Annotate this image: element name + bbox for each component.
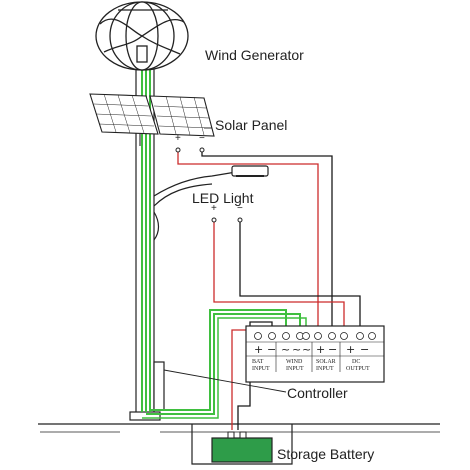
solar-wires — [177, 150, 333, 338]
bat-label-2: INPUT — [252, 366, 270, 372]
solar-plus-symbol: + — [316, 343, 325, 356]
controller-label: Controller — [287, 385, 348, 401]
solar-minus-terminal — [199, 147, 205, 153]
wind-phase-2: ~ — [292, 343, 301, 356]
battery-pit — [191, 424, 293, 465]
bat-label-1: BAT — [252, 359, 264, 365]
solar-plus-mark: + — [175, 133, 181, 144]
wind-phase-3: ~ — [302, 343, 311, 356]
ground — [38, 423, 440, 433]
controller-terminals — [254, 332, 376, 340]
wind-turbine-icon — [95, 1, 189, 71]
bat-plus-symbol: + — [254, 343, 263, 356]
led-wires — [213, 222, 361, 338]
led-lamp-icon — [153, 165, 269, 241]
dc-label-1: DC — [352, 359, 360, 365]
wind-cables — [142, 309, 307, 419]
solar-panel-label: Solar Panel — [215, 117, 288, 133]
led-light-label: LED Light — [192, 190, 254, 206]
wind-phase-1: ~ — [281, 343, 290, 356]
dc-label-2: OUTPUT — [346, 366, 370, 372]
wind-label-1: WIND — [286, 359, 303, 365]
dc-minus-symbol: − — [360, 343, 369, 356]
storage-battery-icon — [211, 431, 273, 463]
solar-label-1: SOLAR — [316, 359, 336, 365]
bat-minus-symbol: − — [267, 343, 276, 356]
wind-label-2: INPUT — [286, 366, 304, 372]
solar-minus-mark: − — [199, 133, 205, 144]
wind-generator-label: Wind Generator — [205, 47, 304, 63]
solar-label-2: INPUT — [316, 366, 334, 372]
solar-panel-icon — [89, 93, 215, 146]
dc-plus-symbol: + — [346, 343, 355, 356]
led-plus-mark: + — [211, 203, 217, 214]
solar-minus-symbol: − — [328, 343, 337, 356]
led-minus-terminal — [237, 217, 243, 223]
storage-battery-label: Storage Battery — [277, 446, 375, 462]
led-minus-mark: − — [237, 203, 243, 214]
led-plus-terminal — [211, 217, 217, 223]
leader-lines — [163, 127, 287, 393]
solar-plus-terminal — [175, 147, 181, 153]
